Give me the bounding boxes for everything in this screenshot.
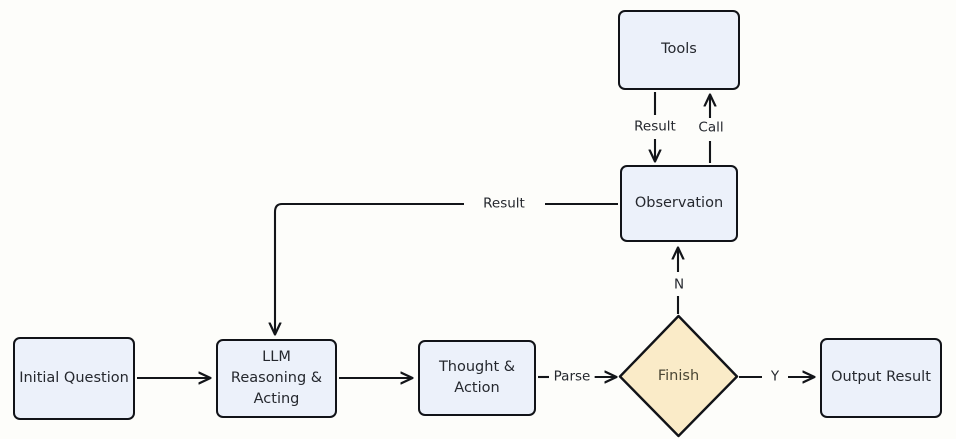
node-observation[interactable]: Observation [620, 165, 738, 242]
edge-label-yes: Y [766, 369, 784, 385]
node-output-result[interactable]: Output Result [820, 338, 942, 418]
node-finish-shape [618, 314, 739, 438]
node-tools[interactable]: Tools [618, 10, 740, 90]
edge-label-result-loop: Result [479, 196, 529, 212]
edge-label-call: Call [694, 120, 728, 136]
node-initial-question[interactable]: Initial Question [13, 337, 135, 420]
edge-label-no: N [669, 277, 689, 293]
edge-label-result-tools: Result [630, 119, 680, 135]
node-thought-action[interactable]: Thought & Action [418, 340, 536, 416]
node-llm-reasoning-acting[interactable]: LLM Reasoning & Acting [216, 339, 337, 418]
edge-observation-to-llm-left [275, 202, 464, 334]
edge-label-parse: Parse [549, 369, 595, 385]
